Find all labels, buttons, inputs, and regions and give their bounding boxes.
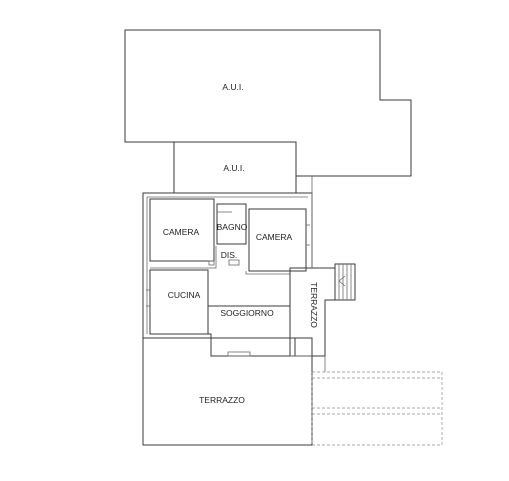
room-camera-right: [248, 208, 307, 272]
label-aui-top: A.U.I.: [222, 82, 243, 92]
label-terrazzo-bottom: TERRAZZO: [199, 395, 245, 405]
outdoor-dashed-area: [311, 371, 443, 446]
stair: [334, 263, 356, 301]
aui-top-area: [124, 29, 412, 177]
label-terrazzo-side: TERRAZZO: [309, 282, 319, 328]
label-dis: DIS.: [221, 250, 238, 260]
room-camera-left: [149, 198, 215, 262]
room-bagno: [216, 203, 247, 245]
label-camera-left: CAMERA: [163, 227, 200, 237]
label-aui-mid: A.U.I.: [223, 163, 244, 173]
label-soggiorno: SOGGIORNO: [220, 308, 274, 318]
apartment-outline: [142, 192, 313, 357]
label-camera-right: CAMERA: [256, 232, 293, 242]
stair-arrow: [338, 275, 346, 287]
label-cucina: CUCINA: [168, 290, 201, 300]
door-mark: [228, 259, 240, 266]
window-mark: [227, 351, 251, 357]
room-cucina: [149, 269, 209, 335]
label-bagno: BAGNO: [217, 222, 248, 232]
disimpegno-wall: [150, 246, 217, 269]
door-mark: [208, 260, 215, 266]
terrazzo-bottom-area: [142, 337, 313, 446]
